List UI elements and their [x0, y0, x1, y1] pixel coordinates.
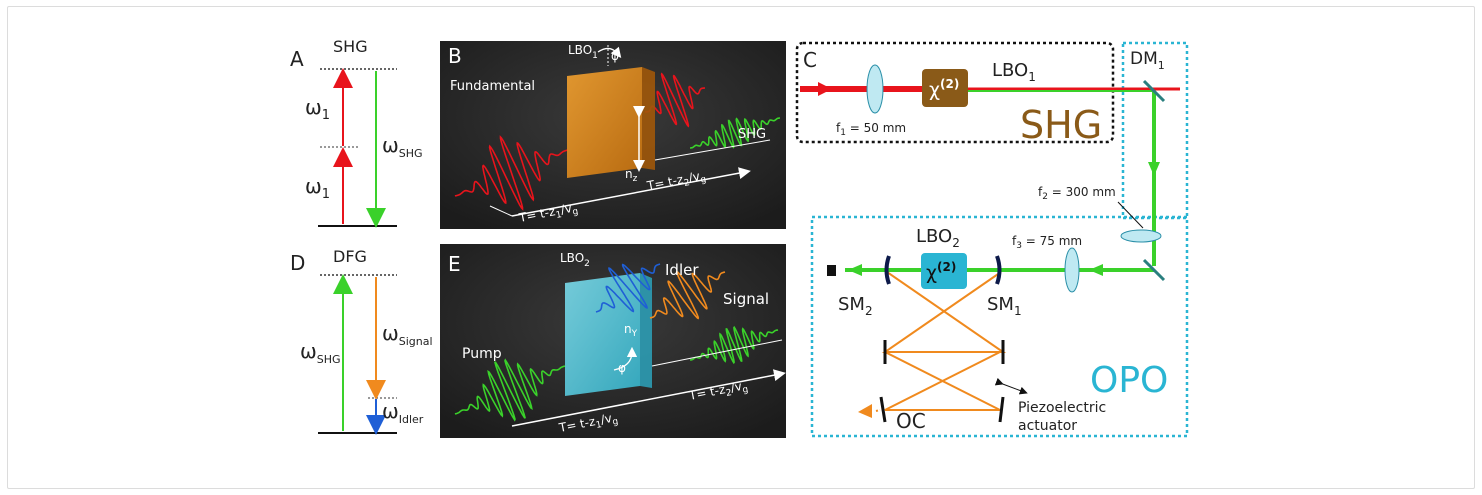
panel-d-dfg-diagram: D DFG ωSHG ωSignal ωIdler: [290, 247, 433, 435]
lbo2-crystal-side: [640, 273, 652, 388]
lbo2-label: LBO2: [560, 251, 590, 269]
dichroic-mirror-dm1: [1142, 79, 1166, 103]
down-arrow: [1148, 162, 1160, 176]
panel-b-letter: B: [448, 44, 462, 68]
lens-f3: [1064, 247, 1080, 293]
left-arrow-2: [848, 264, 862, 276]
propagation-axis-e: [511, 369, 786, 427]
omega1-lower-label: ω1: [305, 174, 330, 202]
lens-f1: [866, 64, 884, 114]
panel-a-shg-diagram: A SHG ω1 ω1 ωSHG: [290, 37, 423, 228]
output-coupler-mirror: [879, 396, 887, 423]
f2-leader-line: [1117, 201, 1144, 229]
piezo-motion-arrow: [994, 377, 1028, 395]
omega1-upper-label: ω1: [305, 95, 330, 123]
beam-direction-arrow: [818, 82, 832, 96]
omega-idler-label: ωIdler: [382, 399, 424, 426]
panel-d-title: DFG: [333, 247, 367, 266]
lbo2-crystal-front: [565, 273, 640, 396]
lbo1-crystal-front: [567, 67, 642, 178]
shg-stage-label: SHG: [1020, 103, 1102, 147]
signal-axis: [651, 339, 783, 367]
index-label-b: nz: [625, 167, 638, 184]
shg-wave: [690, 117, 780, 149]
rotation-arrow-e: [613, 346, 638, 371]
lbo2-schematic-label: LBO2: [916, 226, 960, 250]
piezo-label-line1: Piezoelectric: [1018, 400, 1106, 416]
lbo2-crystal-box: [921, 253, 967, 289]
rotation-arrow-b: [597, 46, 622, 59]
axis-tick: [489, 205, 513, 217]
sm2-label: SM2: [838, 294, 873, 318]
steering-mirror: [1142, 258, 1166, 282]
lbo1-schematic-label: LBO1: [992, 60, 1036, 84]
f2-label: f2 = 300 mm: [1038, 185, 1116, 202]
left-arrow-1: [1089, 264, 1103, 276]
idler-wave: [595, 263, 661, 313]
piezo-label-line2: actuator: [1018, 418, 1077, 434]
phi-label-b: φ: [611, 49, 619, 63]
lbo1-crystal-box: [922, 69, 968, 107]
chi2-label-1: χ(2): [929, 77, 959, 101]
cavity-beam-upper: [881, 271, 1007, 353]
pump-wave-in: [454, 358, 566, 422]
omega-shg-pump-label: ωSHG: [300, 339, 341, 366]
omega-signal-label: ωSignal: [382, 321, 433, 348]
lbo1-label: LBO1: [568, 43, 598, 61]
panel-a-title: SHG: [333, 37, 368, 56]
propagation-axis-1: [511, 167, 751, 217]
cavity-beam-lower: [884, 351, 1001, 411]
fundamental-wave-in: [454, 135, 569, 211]
shg-axis: [654, 139, 771, 161]
chi2-label-2: χ(2): [926, 260, 956, 284]
index-label-e: nY: [624, 322, 638, 339]
mirror-sm1: [995, 255, 1002, 285]
panel-e-letter: E: [448, 252, 461, 276]
oc-label: OC: [896, 409, 926, 433]
panel-c-letter: C: [803, 48, 817, 72]
signal-label: Signal: [723, 290, 769, 308]
fundamental-label: Fundamental: [450, 79, 535, 94]
sm1-label: SM1: [987, 294, 1022, 318]
omega-shg-label: ωSHG: [382, 133, 423, 160]
panel-d-letter: D: [290, 251, 305, 275]
piezo-mirror: [998, 396, 1005, 423]
oc-output-arrow: [858, 404, 872, 418]
f1-label: f1 = 50 mm: [836, 121, 906, 138]
mirror-sm2: [884, 255, 891, 285]
shg-stage-box: [795, 41, 1115, 144]
panel-a-letter: A: [290, 47, 304, 71]
opo-box: [810, 215, 1189, 438]
f3-label: f3 = 75 mm: [1012, 234, 1082, 251]
panel-e-opa-render: E LBO2 nY φ Idler Signal Pump T= t-z1/vg…: [440, 244, 786, 438]
panel-c-setup-schematic: C f1 = 50 mm χ(2) LBO1 SHG DM1 f2 = 300 …: [795, 41, 1189, 438]
lens-f2: [1120, 229, 1162, 243]
panel-b-shg-render: B LBO1 φ nz Fundamental SHG T= t-z1/vg T…: [440, 41, 786, 229]
beam-dump: [827, 265, 836, 276]
pump-label: Pump: [462, 346, 502, 362]
oc-output-beam: [875, 409, 881, 412]
idler-label: Idler: [665, 261, 699, 279]
dm1-label: DM1: [1130, 49, 1165, 72]
phi-label-e: φ: [618, 361, 626, 375]
shg-output-label: SHG: [738, 127, 766, 142]
lbo1-crystal-side: [642, 67, 655, 170]
signal-wave: [649, 270, 726, 320]
opo-label: OPO: [1090, 360, 1168, 401]
